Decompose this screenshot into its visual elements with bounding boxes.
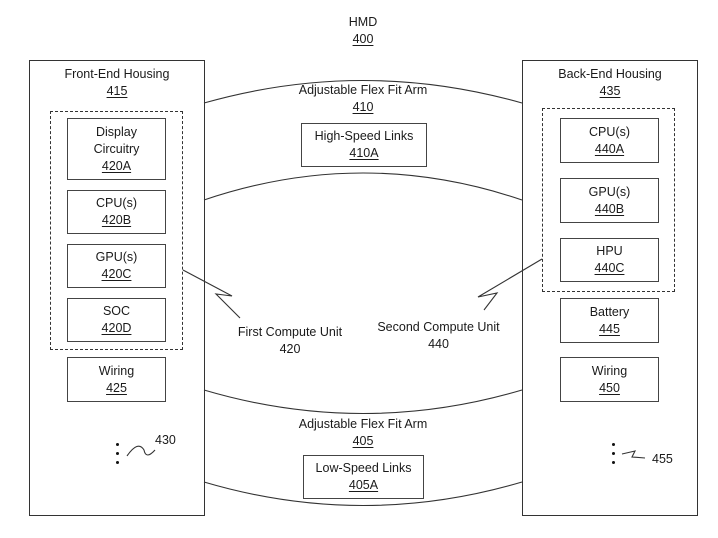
high-speed-links-name: High-Speed Links [314, 129, 414, 143]
back-cpu-box: CPU(s) 440A [560, 118, 659, 163]
top-arm-label: Adjustable Flex Fit Arm 410 [283, 82, 443, 116]
display-circuitry-ref: 420A [101, 158, 132, 173]
ref-455-leader [621, 450, 646, 459]
hmd-title-ref: 400 [352, 32, 374, 46]
first-compute-unit-group [50, 111, 183, 350]
front-cpu-name: CPU(s) [96, 196, 137, 210]
front-wiring-ref: 425 [106, 380, 127, 395]
low-speed-links-box: Low-Speed Links 405A [303, 455, 424, 499]
bottom-arm-upper-edge [203, 389, 523, 414]
high-speed-links-ref: 410A [349, 146, 379, 160]
hpu-ref: 440C [594, 261, 625, 275]
first-compute-unit-label: First Compute Unit 420 [220, 324, 360, 358]
first-compute-unit-ref: 420 [279, 342, 301, 356]
low-speed-links-ref: 405A [348, 478, 379, 492]
hpu-box: HPU 440C [560, 238, 659, 282]
second-compute-unit-name: Second Compute Unit [377, 320, 500, 334]
back-wiring-ref: 450 [599, 380, 620, 395]
hmd-title: HMD 400 [333, 14, 393, 48]
display-circuitry-line2: Circuitry [93, 141, 140, 156]
ref-430-label: 430 [155, 433, 176, 447]
front-ellipsis-icon [116, 443, 120, 470]
first-compute-unit-name: First Compute Unit [237, 325, 343, 339]
back-gpu-box: GPU(s) 440B [560, 178, 659, 223]
second-compute-unit-ref: 440 [428, 337, 449, 351]
battery-ref: 445 [599, 321, 620, 336]
top-arm-name: Adjustable Flex Fit Arm [298, 83, 428, 97]
front-wiring-box: Wiring 425 [67, 357, 166, 402]
display-circuitry-box: Display Circuitry 420A [67, 118, 166, 180]
top-arm-upper-edge [203, 80, 523, 104]
bottom-arm-lower-edge [203, 481, 523, 506]
second-compute-unit-group [542, 108, 675, 292]
back-end-housing-name: Back-End Housing [558, 67, 662, 81]
second-compute-unit-leader [477, 258, 543, 311]
back-cpu-ref: 440A [594, 141, 625, 156]
back-end-housing-ref: 435 [599, 84, 621, 98]
front-gpu-box: GPU(s) 420C [67, 244, 166, 288]
low-speed-links-name: Low-Speed Links [315, 461, 412, 475]
hmd-title-name: HMD [348, 15, 378, 29]
front-end-housing-name: Front-End Housing [64, 67, 170, 81]
front-end-housing-label: Front-End Housing 415 [29, 66, 205, 100]
front-end-housing [29, 60, 205, 516]
soc-name: SOC [102, 304, 131, 318]
soc-ref: 420D [101, 321, 132, 335]
back-wiring-box: Wiring 450 [560, 357, 659, 402]
back-wiring-name: Wiring [591, 363, 628, 378]
soc-box: SOC 420D [67, 298, 166, 342]
battery-name: Battery [589, 304, 630, 319]
back-gpu-name: GPU(s) [588, 184, 631, 199]
back-ellipsis-icon [612, 443, 616, 470]
front-gpu-ref: 420C [101, 267, 132, 281]
first-compute-unit-leader [182, 269, 241, 319]
top-arm-ref: 410 [352, 100, 374, 114]
bottom-arm-ref: 405 [352, 434, 374, 448]
front-cpu-ref: 420B [101, 213, 132, 227]
front-wiring-name: Wiring [98, 363, 135, 378]
back-cpu-name: CPU(s) [589, 124, 630, 139]
second-compute-unit-label: Second Compute Unit 440 [366, 319, 511, 353]
front-cpu-box: CPU(s) 420B [67, 190, 166, 234]
bottom-arm-label: Adjustable Flex Fit Arm 405 [283, 416, 443, 450]
back-end-housing-label: Back-End Housing 435 [522, 66, 698, 100]
back-gpu-ref: 440B [594, 201, 625, 216]
top-arm-lower-edge [203, 172, 523, 201]
hpu-name: HPU [596, 244, 623, 258]
display-circuitry-line1: Display [96, 124, 137, 139]
back-end-housing [522, 60, 698, 516]
ref-430-leader [126, 445, 156, 457]
high-speed-links-box: High-Speed Links 410A [301, 123, 427, 167]
front-gpu-name: GPU(s) [95, 250, 138, 264]
ref-455-label: 455 [652, 452, 673, 466]
front-end-housing-ref: 415 [106, 84, 128, 98]
bottom-arm-name: Adjustable Flex Fit Arm [298, 417, 428, 431]
battery-box: Battery 445 [560, 298, 659, 343]
